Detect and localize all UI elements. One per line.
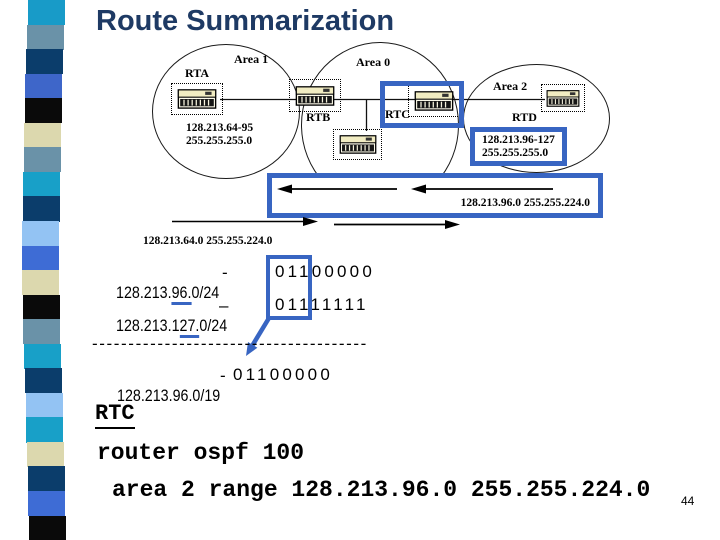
- router-icon-area0: [333, 129, 382, 160]
- page-number: 44: [681, 494, 695, 508]
- area2-range-text: 128.213.96-127 255.255.255.0: [482, 134, 555, 160]
- binary-line-2-ip: 128.213.127.0/24: [115, 316, 228, 338]
- separator-dashes: --------------------------------------: [92, 334, 368, 353]
- ribbon-square: [22, 245, 59, 271]
- area2-range-line2: 255.255.255.0: [482, 147, 549, 159]
- ribbon-square: [25, 73, 62, 99]
- area0-label: Area 0: [356, 55, 391, 69]
- ribbon-square: [25, 98, 62, 124]
- binary-line-1-dash: -: [222, 263, 228, 282]
- rtd-label: RTD: [512, 110, 537, 124]
- config-line-2: area 2 range 128.213.96.0 255.255.224.0: [112, 477, 651, 503]
- ribbon-square: [26, 49, 63, 75]
- area1-range-line1: 128.213.64-95: [186, 122, 254, 134]
- ribbon-square: [28, 0, 65, 26]
- rta-label: RTA: [185, 66, 210, 80]
- binary-line-2: 128.213.127.0/24: [97, 296, 248, 356]
- ip-prefix: 128.213.1: [115, 316, 180, 335]
- area2-range-line1: 128.213.96-127: [482, 134, 555, 146]
- ribbon-square: [24, 343, 61, 369]
- ribbon-square: [29, 515, 66, 540]
- binary-line-1-ip: 128.213.96.0/24: [115, 283, 220, 305]
- ip-underlined-octet: 96.: [171, 283, 192, 305]
- ribbon-square: [23, 196, 60, 222]
- ip-suffix: 0/24: [191, 283, 220, 302]
- ip-underlined-octet: 27.: [179, 316, 200, 338]
- binary-line-2-dash: –: [219, 296, 229, 315]
- ribbon-square: [26, 392, 63, 418]
- config-line-1: router ospf 100: [97, 440, 305, 466]
- ribbon-decoration: [0, 0, 90, 540]
- summary-right-arrow-1: [172, 217, 318, 226]
- router-chassis-icon: [414, 90, 454, 111]
- ribbon-square: [27, 24, 64, 50]
- ribbon-square: [27, 441, 64, 468]
- area1-range-text: 128.213.64-95 255.255.255.0: [186, 122, 253, 148]
- binary-line-3-ip: 128.213.96.0/19: [116, 386, 221, 405]
- ribbon-square: [24, 122, 61, 148]
- ribbon-square: [23, 171, 60, 198]
- ribbon-square: [22, 220, 59, 247]
- ribbon-square: [26, 417, 63, 443]
- router-chassis-icon: [546, 89, 580, 107]
- ribbon-square: [23, 319, 60, 345]
- binary-line-1: 128.213.96.0/24: [97, 263, 239, 323]
- config-router-name: RTC: [95, 401, 135, 429]
- ribbon-square: [24, 147, 61, 173]
- page-title: Route Summarization: [96, 5, 395, 37]
- ip-prefix: 128.213.: [115, 283, 172, 302]
- area2-range-box: 128.213.96-127 255.255.255.0: [470, 127, 567, 166]
- summary-advertisement-box: 128.213.96.0 255.255.224.0: [267, 173, 603, 218]
- prefix-bits-highlight-box: [266, 255, 312, 320]
- binary-line-3-dash: -: [220, 366, 226, 385]
- ribbon-square: [28, 466, 65, 492]
- router-icon-rtd: [541, 84, 585, 112]
- rtb-label: RTB: [306, 110, 331, 124]
- area2-label: Area 2: [493, 79, 528, 93]
- ribbon-square: [28, 491, 65, 517]
- router-chassis-icon: [177, 89, 217, 109]
- rtc-highlight-box: [380, 81, 464, 128]
- area1-range-line2: 255.255.255.0: [186, 135, 253, 147]
- binary-line-2-binary: 01111111: [275, 295, 369, 314]
- router-chassis-icon: [339, 135, 376, 154]
- router-icon-rta: [171, 83, 223, 115]
- ip-suffix: 0/24: [199, 316, 228, 335]
- ribbon-square: [23, 294, 60, 320]
- ribbon-square: [22, 270, 59, 296]
- area1-label: Area 1: [234, 52, 269, 66]
- summary-from-area1-text: 128.213.64.0 255.255.224.0: [143, 235, 273, 247]
- rtc-label: RTC: [385, 107, 410, 121]
- binary-line-1-binary: 01100000: [275, 262, 375, 281]
- router-icon-rtb: [289, 79, 341, 112]
- config-router-heading: RTC: [95, 401, 135, 429]
- summary-right-arrow-2: [334, 220, 460, 229]
- binary-line-3: 128.213.96.0/19: [98, 366, 240, 426]
- binary-line-3-binary: 01100000: [233, 365, 333, 384]
- router-chassis-icon: [295, 85, 335, 106]
- ribbon-square: [25, 368, 62, 394]
- summary-to-backbone-text: 128.213.96.0 255.255.224.0: [460, 197, 590, 209]
